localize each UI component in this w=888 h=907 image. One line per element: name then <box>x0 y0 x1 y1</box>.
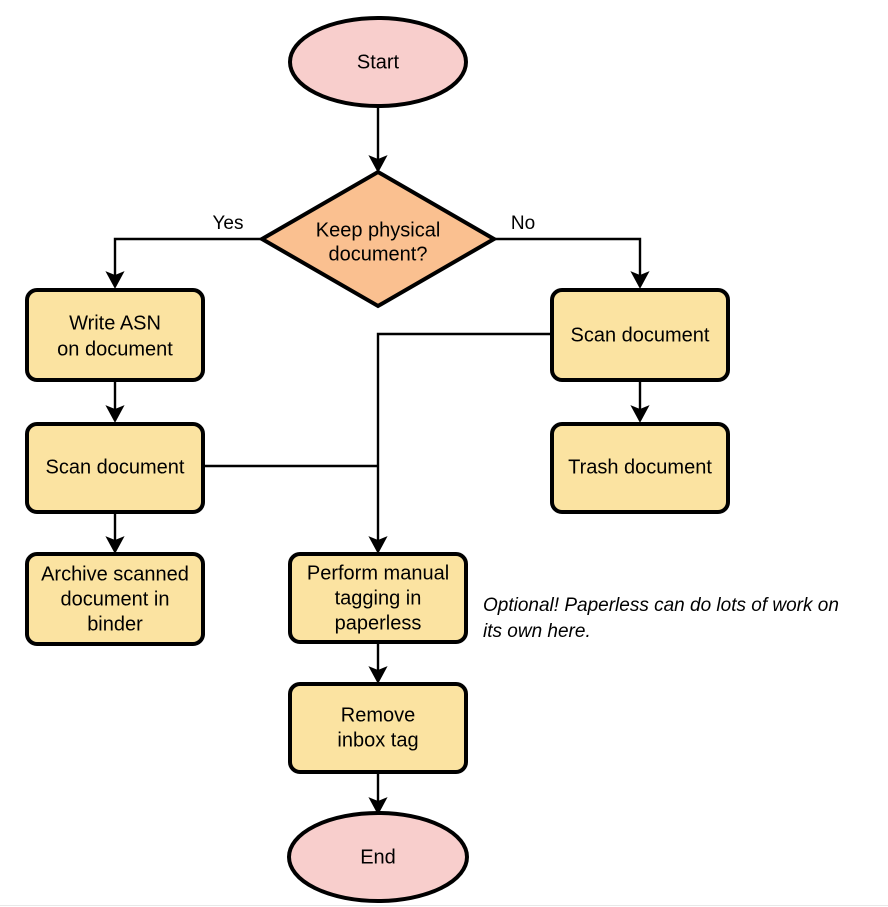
scan-right-rect <box>550 288 730 382</box>
decision-diamond <box>258 169 498 309</box>
archive-label-line3: binder <box>87 613 143 635</box>
write-asn-label-line1: Write ASN <box>69 312 161 334</box>
edge-scan-right-to-tagging <box>368 332 552 554</box>
end-label: End <box>360 846 396 868</box>
annotation-optional-note: Optional! Paperless can do lots of work … <box>483 595 839 642</box>
annotation-line2: its own here. <box>483 621 591 642</box>
write-asn-rect <box>25 288 205 382</box>
tagging-label-line3: paperless <box>335 612 422 634</box>
scan-right-label: Scan document <box>571 324 710 346</box>
node-scan-document-right[interactable]: Scan document <box>550 288 730 382</box>
node-remove-inbox-tag[interactable]: Remove inbox tag <box>288 682 468 774</box>
node-trash-document[interactable]: Trash document <box>550 422 730 514</box>
start-ellipse <box>288 16 468 108</box>
tagging-rect <box>288 552 468 644</box>
write-asn-label-line2: on document <box>57 338 173 360</box>
trash-label: Trash document <box>568 456 712 478</box>
node-perform-manual-tagging[interactable]: Perform manual tagging in paperless <box>288 552 468 644</box>
archive-rect <box>25 552 205 646</box>
annotation-line1: Optional! Paperless can do lots of work … <box>483 595 839 616</box>
end-ellipse <box>287 811 469 903</box>
remove-inbox-label-line2: inbox tag <box>337 729 418 751</box>
edge-decision-yes-to-write-asn <box>105 237 263 289</box>
archive-label-line1: Archive scanned <box>41 563 189 585</box>
node-scan-document-left[interactable]: Scan document <box>25 422 205 514</box>
remove-inbox-rect <box>288 682 468 774</box>
tagging-label-line1: Perform manual <box>307 562 449 584</box>
start-label: Start <box>357 51 400 73</box>
trash-rect <box>550 422 730 514</box>
tagging-label-line2: tagging in <box>335 587 422 609</box>
node-start[interactable]: Start <box>288 16 468 108</box>
node-write-asn-on-document[interactable]: Write ASN on document <box>25 288 205 382</box>
scan-left-rect <box>25 422 205 514</box>
edge-decision-no-to-scan-right <box>493 237 650 289</box>
node-archive-scanned-document[interactable]: Archive scanned document in binder <box>25 552 205 646</box>
remove-inbox-label-line1: Remove <box>341 704 415 726</box>
archive-label-line2: document in <box>61 588 170 610</box>
edge-label-no: No <box>511 213 535 234</box>
node-decision-keep-physical-document[interactable]: Keep physical document? <box>258 169 498 309</box>
scan-left-label: Scan document <box>46 456 185 478</box>
edge-label-yes: Yes <box>213 213 244 234</box>
decision-label-line2: document? <box>329 243 428 265</box>
decision-label-line1: Keep physical <box>316 219 441 241</box>
node-end[interactable]: End <box>287 811 469 903</box>
